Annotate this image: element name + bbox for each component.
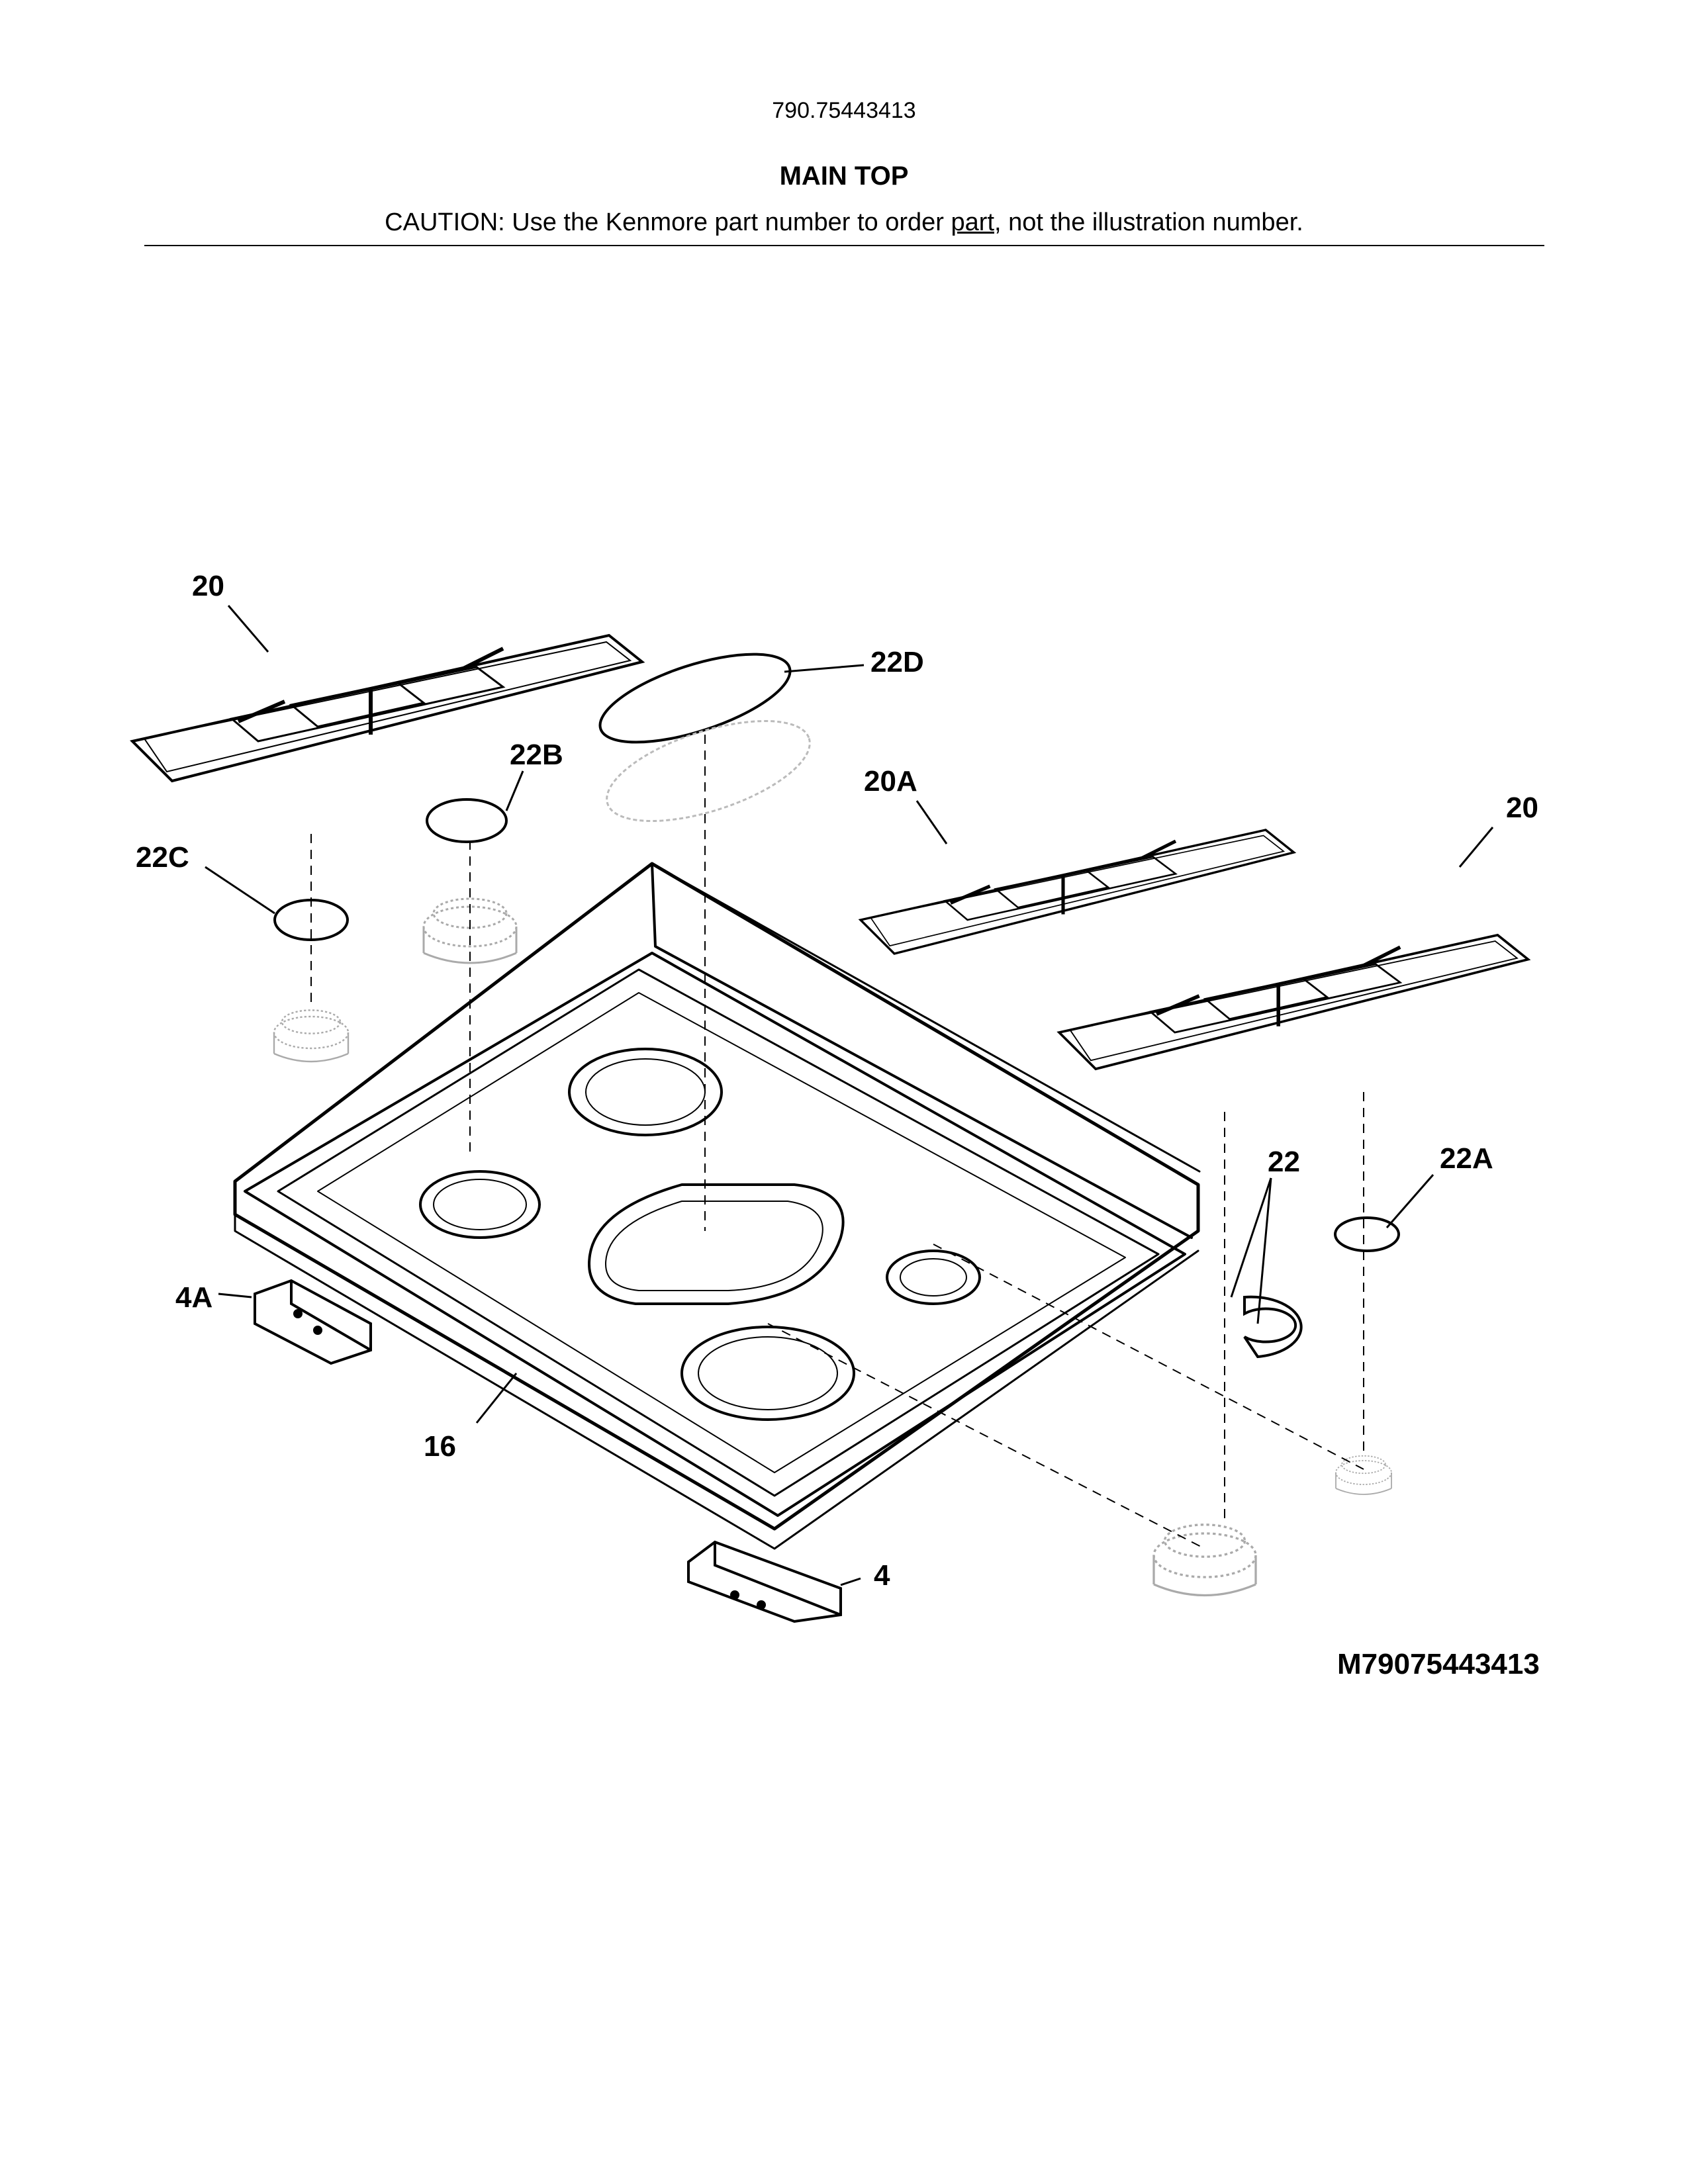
griddle-burner-ghost (606, 719, 811, 823)
callout-22d: 22D (870, 646, 924, 678)
header-divider (144, 245, 1544, 246)
cap-22-ring (1243, 1295, 1303, 1359)
bracket-4a (254, 1279, 372, 1365)
callout-4: 4 (874, 1559, 890, 1592)
callout-20-right: 20 (1506, 792, 1538, 824)
cap-22b (426, 798, 508, 843)
burner-head-ghost-right-rear (1335, 1455, 1392, 1495)
burner-grate-center (861, 830, 1294, 954)
callout-22c: 22C (136, 841, 189, 874)
page-title: MAIN TOP (779, 161, 909, 191)
burner-head-ghost-left-front (273, 1009, 350, 1063)
burner-grate-left (132, 635, 642, 781)
main-top-panel (233, 862, 1201, 1550)
caution-suffix: , not the illustration number. (994, 208, 1303, 236)
model-number: 790.75443413 (772, 98, 916, 123)
drawing-code: M79075443413 (1337, 1648, 1540, 1680)
callout-4a: 4A (175, 1281, 212, 1314)
caution-note: CAUTION: Use the Kenmore part number to … (0, 208, 1688, 237)
burner-grate-right (1059, 935, 1528, 1069)
leader-lines (205, 605, 1494, 1586)
callout-20-left: 20 (192, 570, 224, 602)
bracket-4 (687, 1540, 842, 1623)
caution-underlined-word: part (951, 208, 994, 236)
callout-20a: 20A (864, 765, 917, 797)
callout-16: 16 (424, 1430, 456, 1463)
caution-prefix: CAUTION: Use the Kenmore part number to … (385, 208, 951, 236)
burner-head-ghost-right-front (1152, 1524, 1257, 1597)
callout-22: 22 (1268, 1146, 1300, 1178)
callout-22b: 22B (510, 739, 563, 771)
cap-22a (1334, 1216, 1400, 1252)
callout-22a: 22A (1440, 1142, 1493, 1175)
assembly-lines (310, 735, 1364, 1549)
